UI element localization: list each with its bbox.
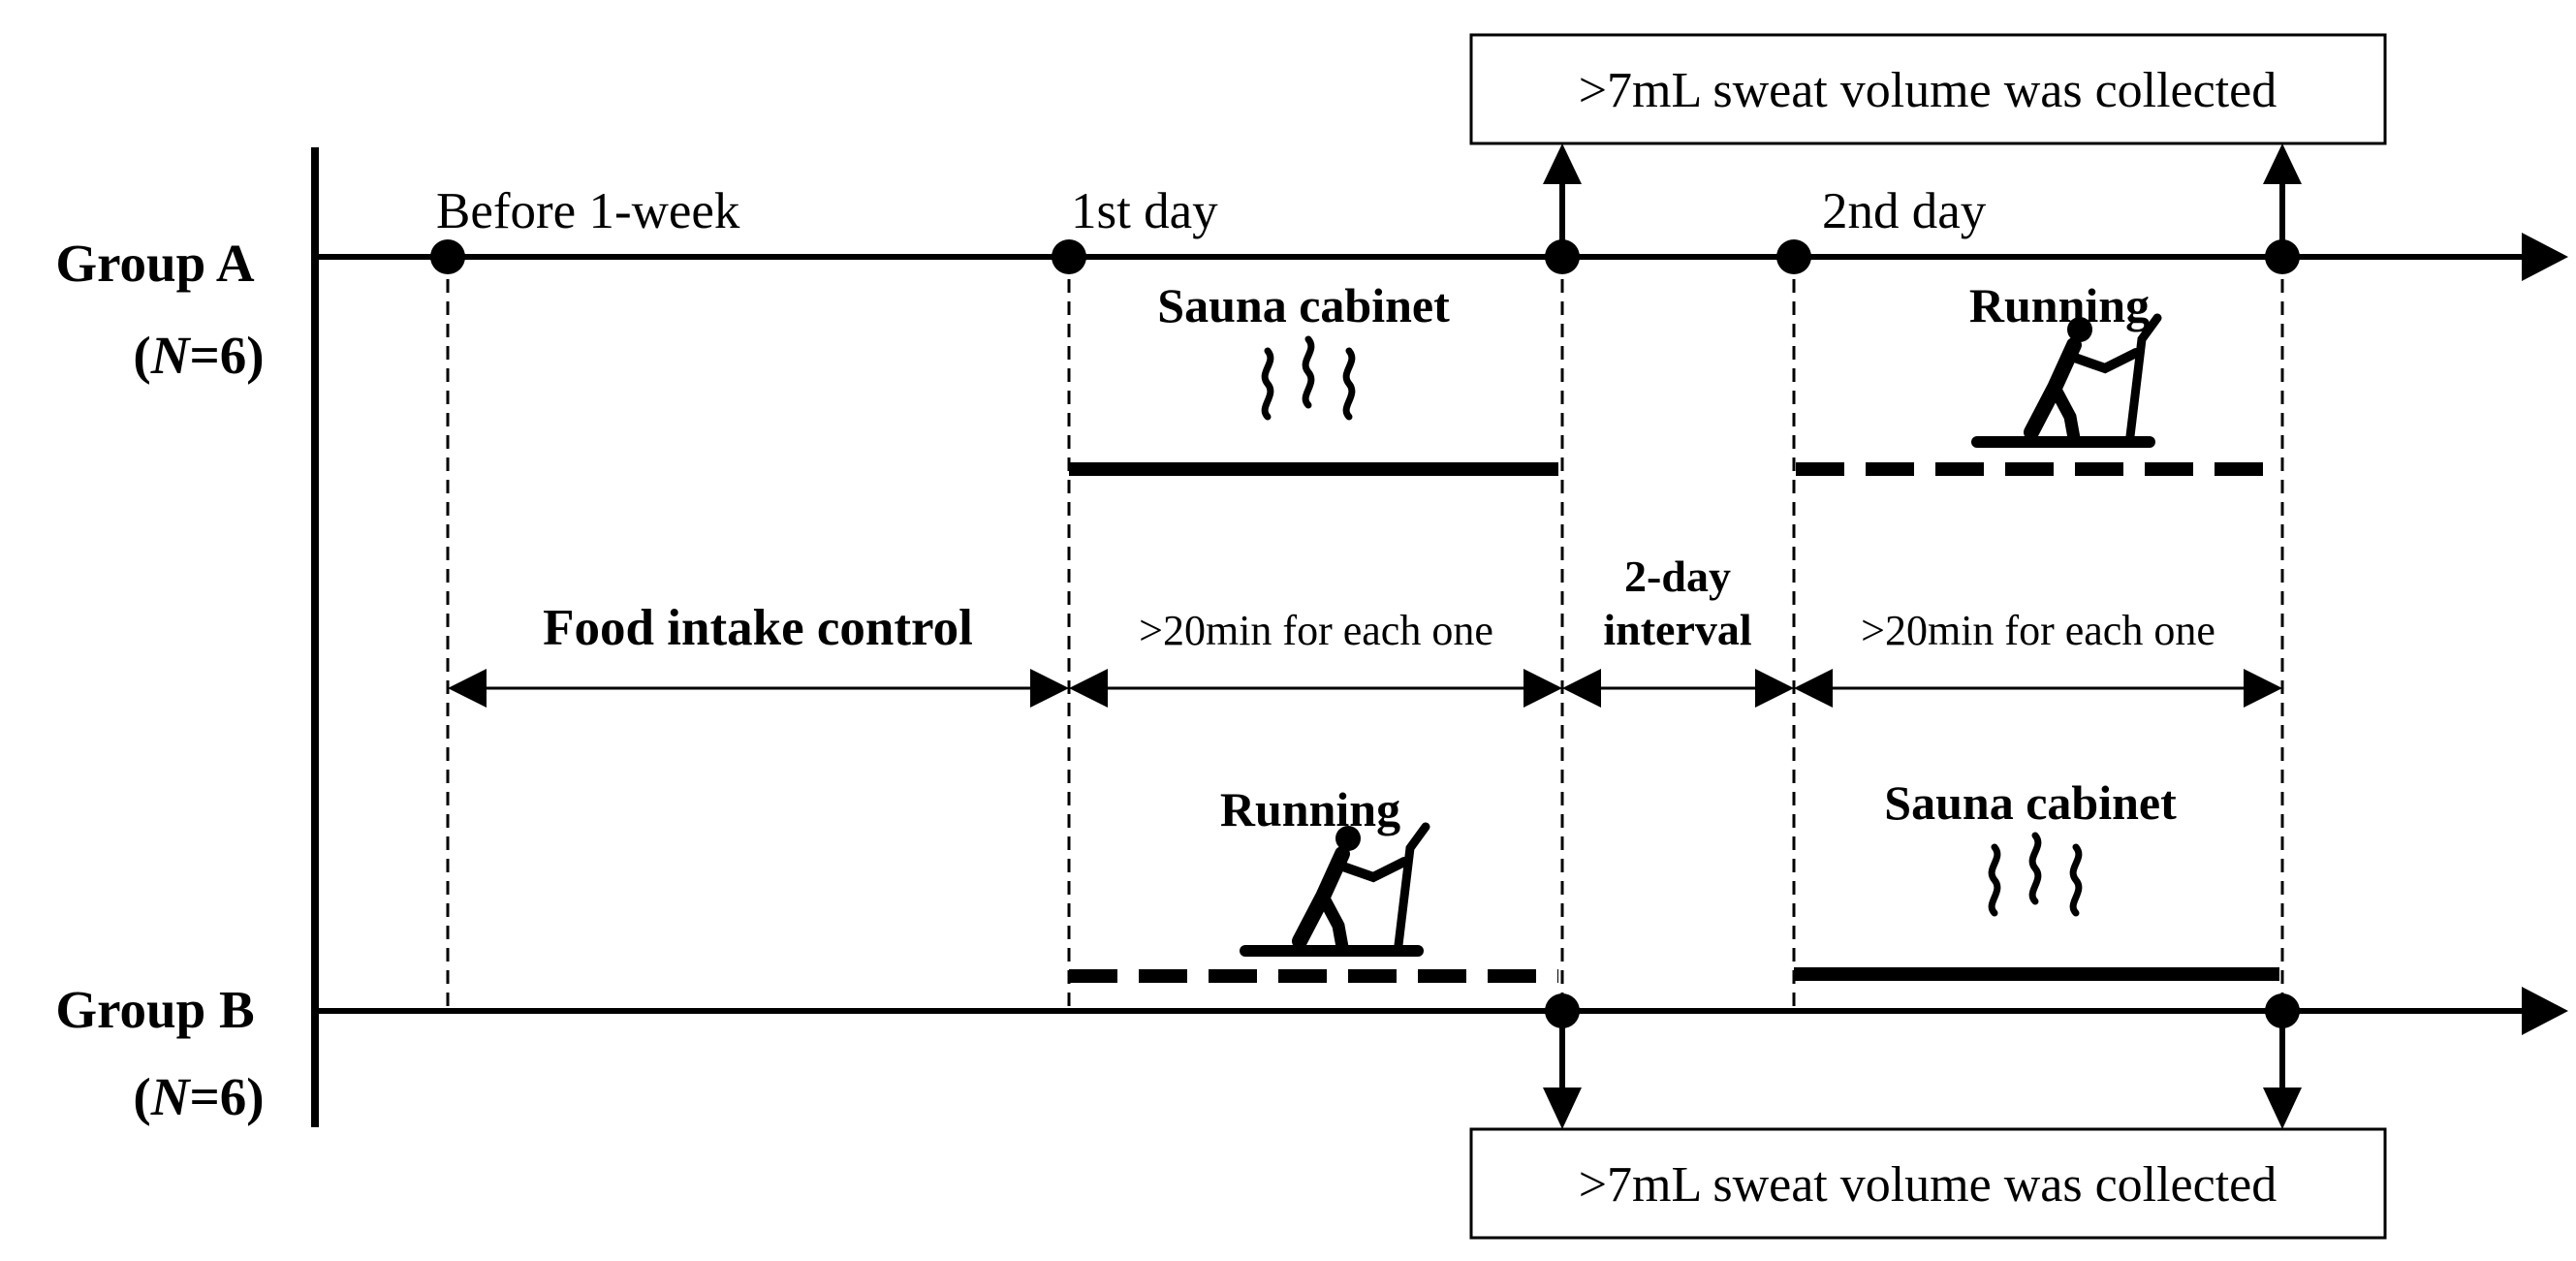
- collection-bottom-label: >7mL sweat volume was collected: [1579, 1157, 2278, 1213]
- heat-waves-icon: [1992, 835, 2079, 913]
- interval-gap-arrow-right: [1755, 669, 1794, 708]
- group-b-label: Group B: [55, 980, 254, 1039]
- group-a-n-label: (N=6): [133, 326, 264, 385]
- timeline-markers: [430, 239, 2300, 1028]
- interval-duration1-arrow-right: [1524, 669, 1562, 708]
- timepoint-before-label: Before 1-week: [436, 183, 740, 239]
- arrow-down-day2-head: [2263, 1088, 2302, 1129]
- interval-food-arrow-left: [448, 669, 487, 708]
- marker-a-day2: [1776, 239, 1811, 274]
- group-a-label: Group A: [55, 234, 255, 293]
- treadmill-runner-icon: [1245, 826, 1426, 951]
- interval-duration2-arrow-left: [1794, 669, 1833, 708]
- marker-a-before: [430, 239, 465, 274]
- arrow-down-day1-head: [1543, 1088, 1582, 1129]
- marker-a-day1: [1052, 239, 1086, 274]
- interval-food-label: Food intake control: [543, 600, 973, 656]
- timepoint-day1-label: 1st day: [1071, 183, 1218, 239]
- interval-duration2-label: >20min for each one: [1861, 607, 2215, 654]
- interval-row: [448, 669, 2282, 708]
- arrow-up-day2-head: [2263, 143, 2302, 184]
- heat-waves-icon: [1265, 339, 1352, 417]
- activity-a-day2-label: Running: [1969, 278, 2150, 332]
- interval-duration1-arrow-left: [1069, 669, 1108, 708]
- activity-b-day2-label: Sauna cabinet: [1884, 775, 2177, 830]
- treadmill-runner-icon: [1977, 317, 2157, 442]
- group-b-n-label: (N=6): [133, 1067, 264, 1126]
- collection-top-label: >7mL sweat volume was collected: [1579, 63, 2278, 118]
- interval-duration2-arrow-right: [2244, 669, 2282, 708]
- activity-b-day1-label: Running: [1220, 782, 1400, 836]
- arrow-up-day1-head: [1543, 143, 1582, 184]
- interval-gap-arrow-left: [1562, 669, 1601, 708]
- dashed-guides: [446, 257, 2284, 1011]
- group-a-timeline-arrowhead: [2522, 233, 2568, 281]
- collection-box-bottom: [1469, 1127, 2387, 1240]
- timepoint-day2-label: 2nd day: [1822, 183, 1987, 239]
- interval-food-arrow-right: [1030, 669, 1069, 708]
- interval-gap-label-line2: interval: [1603, 605, 1751, 654]
- group-b-timeline-arrowhead: [2522, 987, 2568, 1035]
- interval-gap-label-line1: 2-day: [1624, 552, 1731, 601]
- activity-a-day1-label: Sauna cabinet: [1157, 278, 1450, 332]
- collection-box-top: [1469, 33, 2387, 145]
- interval-duration1-label: >20min for each one: [1139, 607, 1493, 654]
